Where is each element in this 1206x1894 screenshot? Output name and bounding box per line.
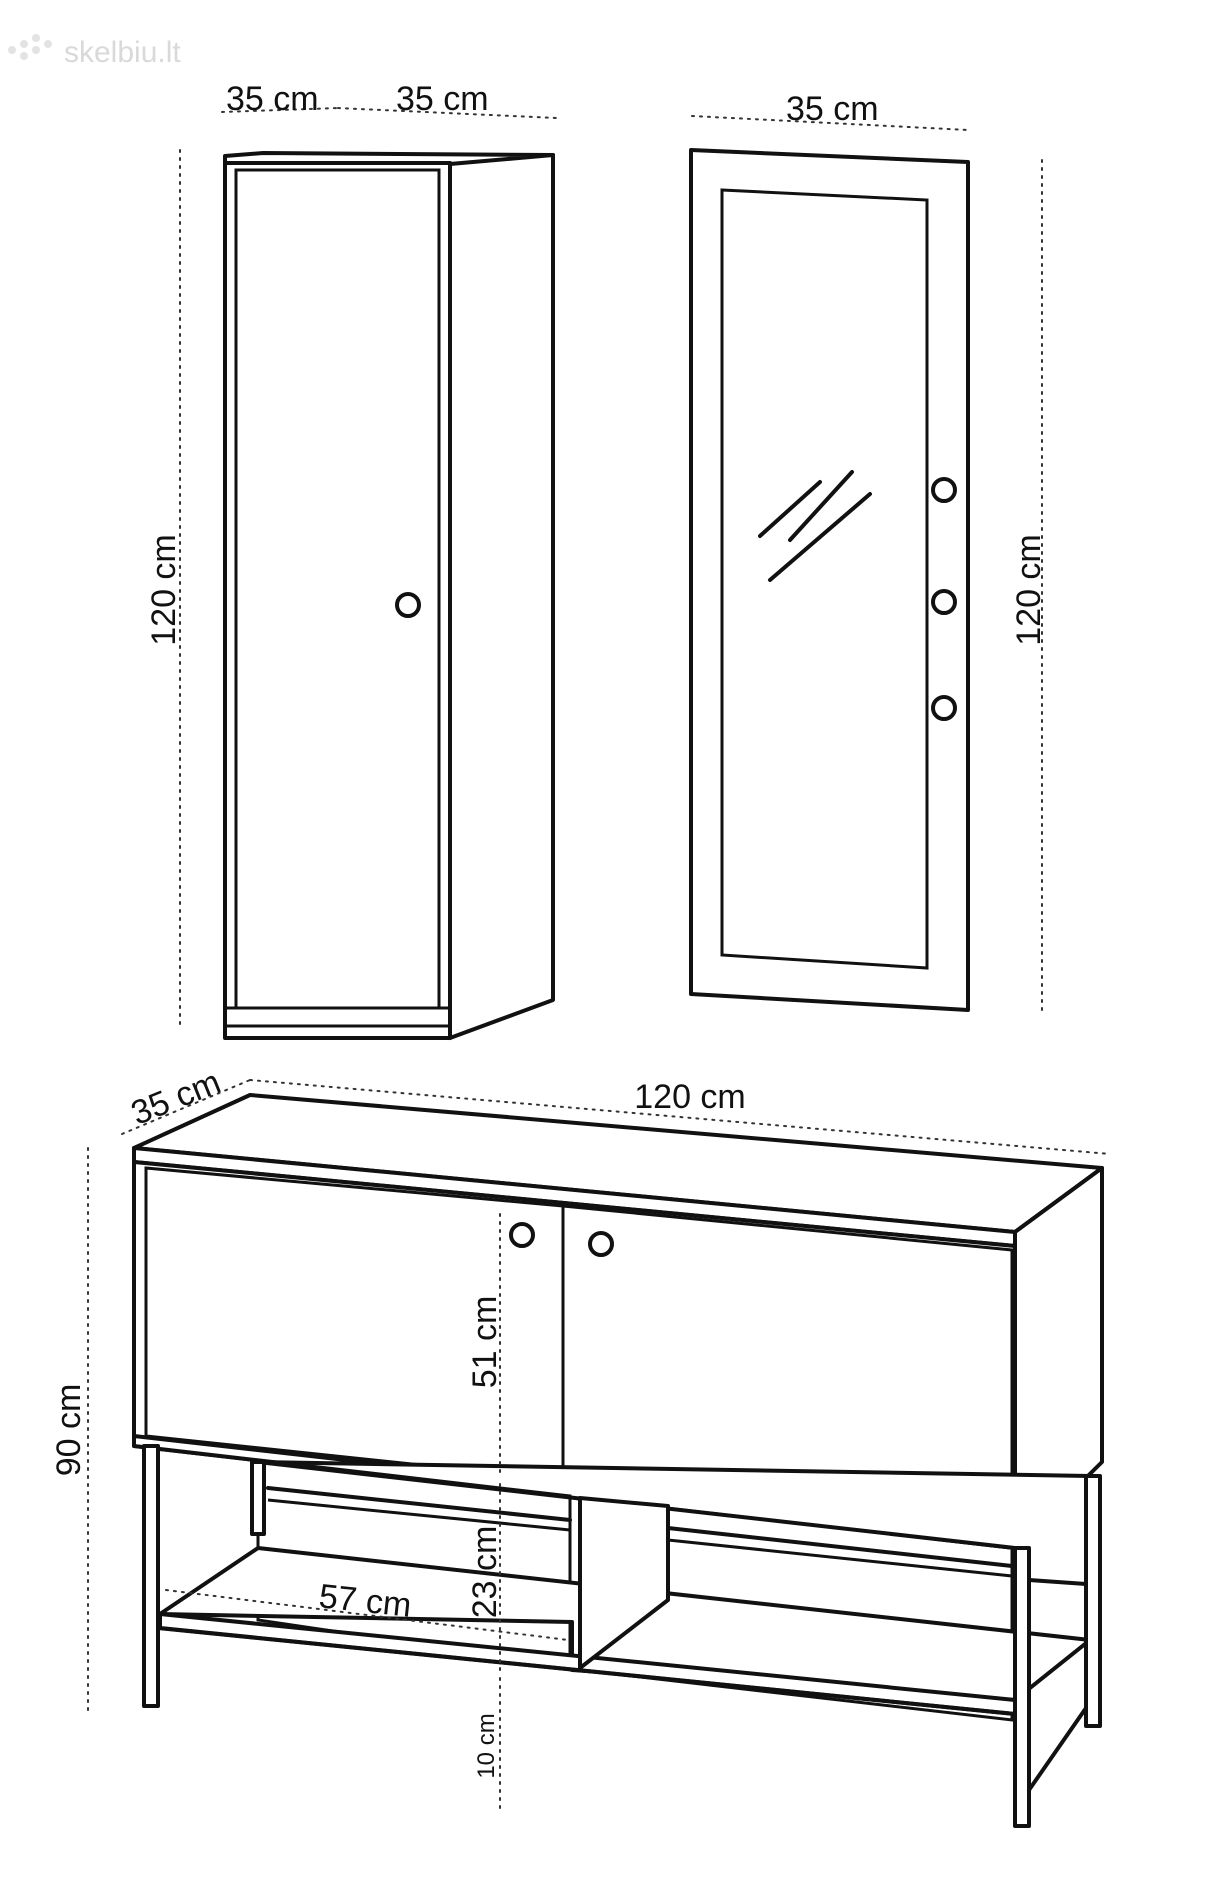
- mirror-glass: [720, 188, 929, 970]
- console-leg-back-left: [250, 1460, 266, 1536]
- mirror-hook-bottom-icon: [931, 695, 957, 721]
- label-cabinet-depth: 35 cm: [226, 80, 319, 118]
- console-sideboard: [132, 1093, 1104, 1828]
- mirror-frame: [689, 148, 970, 1012]
- label-mirror-height: 120 cm: [1010, 534, 1048, 646]
- console-left-knob-icon: [509, 1222, 535, 1248]
- label-leg-clearance: 10 cm: [473, 1713, 500, 1778]
- label-shelf-gap: 23 cm: [466, 1526, 504, 1619]
- watermark: skelbiu.lt: [8, 34, 181, 69]
- console-right-knob-icon: [588, 1231, 614, 1257]
- mirror-reflection-icon: [758, 470, 872, 582]
- console-leg-back-right: [1084, 1474, 1102, 1728]
- console-shelf-divider: [578, 1496, 670, 1670]
- label-cabinet-height: 120 cm: [145, 534, 183, 646]
- console-leg-front-right: [1013, 1546, 1031, 1828]
- wall-mirror: [689, 148, 970, 1012]
- console-leg-front-left: [142, 1444, 160, 1708]
- label-mirror-width: 35 cm: [786, 90, 879, 128]
- watermark-text: skelbiu.lt: [64, 36, 181, 69]
- label-console-width: 120 cm: [634, 1078, 746, 1116]
- mirror-hook-top-icon: [931, 477, 957, 503]
- watermark-logo-icon: [8, 34, 52, 60]
- dimension-lines: [87, 107, 1111, 1811]
- label-cabinet-width: 35 cm: [396, 80, 489, 118]
- mirror-hook-middle-icon: [931, 589, 957, 615]
- cabinet-door-knob-icon: [395, 592, 421, 618]
- tall-cabinet: [223, 151, 555, 1040]
- label-door-height: 51 cm: [466, 1296, 504, 1389]
- label-console-height: 90 cm: [50, 1384, 88, 1477]
